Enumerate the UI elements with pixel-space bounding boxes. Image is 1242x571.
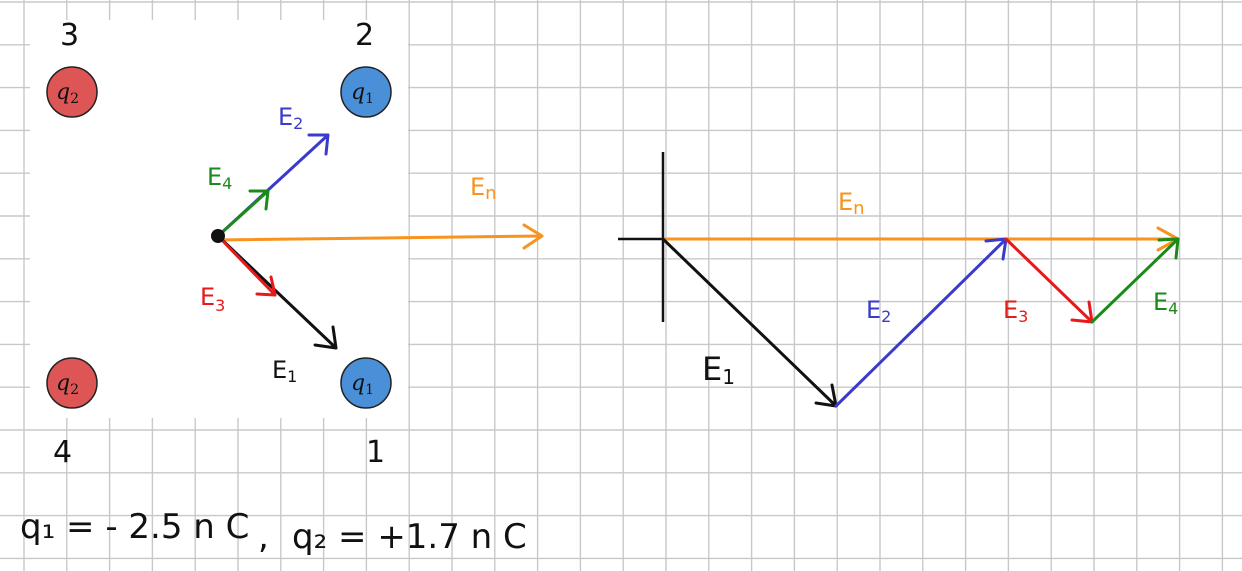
svg-text:q2: q2 bbox=[56, 371, 79, 398]
right-vectors bbox=[661, 226, 1180, 408]
vector-e1-right bbox=[661, 237, 838, 408]
svg-text:q1: q1 bbox=[351, 80, 374, 107]
label-e2-left: E2 bbox=[278, 103, 303, 133]
charge-q1-bottom-right: q1 bbox=[340, 357, 392, 409]
vector-e4-right bbox=[1090, 237, 1180, 324]
vector-e2-right bbox=[834, 237, 1008, 408]
corner-label-3: 3 bbox=[60, 18, 79, 53]
label-e4-right: E4 bbox=[1153, 288, 1178, 318]
equation-q1: q₁ = - 2.5 n C bbox=[20, 507, 249, 547]
vector-en-left bbox=[216, 223, 544, 250]
vector-e3-left bbox=[216, 234, 277, 297]
vector-e4-left bbox=[216, 189, 270, 238]
equation-separator: , bbox=[258, 517, 269, 557]
label-e3-left: E3 bbox=[200, 283, 225, 315]
corner-label-1: 1 bbox=[366, 435, 385, 470]
corner-label-2: 2 bbox=[355, 18, 374, 53]
charge-q2-bottom-left: q2 bbox=[46, 357, 98, 409]
label-en-left: En bbox=[470, 173, 497, 204]
left-vectors bbox=[216, 133, 544, 350]
vector-en-right bbox=[661, 226, 1180, 252]
label-e1-left: E1 bbox=[272, 356, 297, 386]
equation-q2: q₂ = +1.7 n C bbox=[292, 517, 527, 557]
label-en-right: En bbox=[838, 188, 865, 219]
corner-label-4: 4 bbox=[53, 435, 72, 470]
svg-text:q2: q2 bbox=[56, 80, 79, 107]
label-e1-right: E1 bbox=[702, 350, 735, 389]
svg-text:q1: q1 bbox=[351, 371, 374, 398]
label-e3-right: E3 bbox=[1003, 296, 1028, 326]
charge-q1-top-right: q1 bbox=[340, 66, 392, 118]
field-point bbox=[211, 229, 225, 243]
right-axes bbox=[618, 152, 700, 322]
label-e2-right: E2 bbox=[866, 296, 891, 326]
label-e4-left: E4 bbox=[207, 163, 232, 193]
charge-q2-top-left: q2 bbox=[46, 66, 98, 118]
